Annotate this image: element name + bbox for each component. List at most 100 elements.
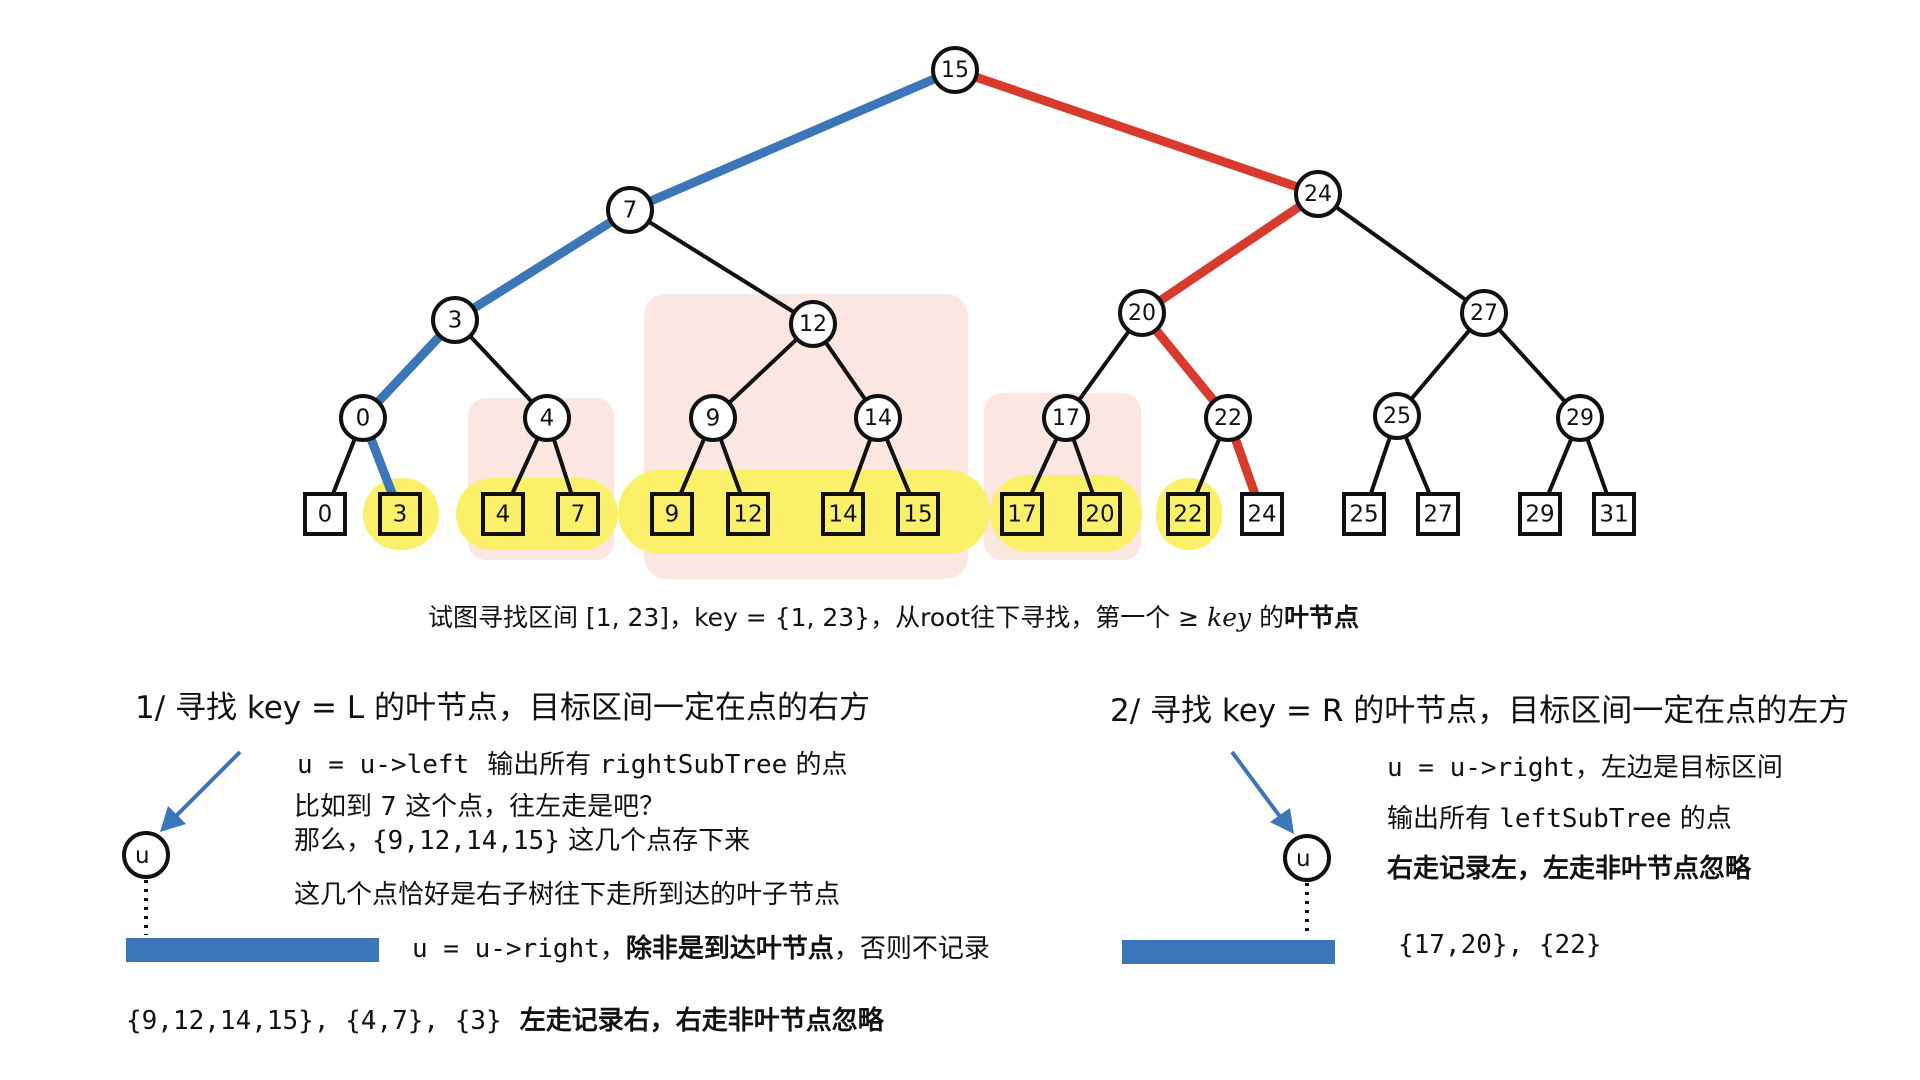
left-heading: 1/ 寻找 key = L 的叶节点，目标区间一定在点的右方 <box>135 690 870 726</box>
right-range-bar <box>1122 940 1335 964</box>
left-result: {9,12,14,15}, {4,7}, {3} 左走记录右，右走非叶节点忽略 <box>126 1006 884 1037</box>
tree-node-0 <box>339 394 387 442</box>
leaf-node-3 <box>378 492 422 536</box>
edge-24-27 <box>1334 205 1468 302</box>
right-line3: 右走记录左，左走非叶节点忽略 <box>1387 854 1752 884</box>
node-label-25: 25 <box>1383 404 1411 429</box>
edge-9-L9 <box>678 437 707 495</box>
edge-25-L27 <box>1403 435 1432 495</box>
left-line5: u = u->right，除非是到达叶节点，否则不记录 <box>412 934 990 965</box>
edge-0-L3 <box>366 436 397 496</box>
leaf-node-22 <box>1166 492 1210 536</box>
leaf-label-0: 0 <box>318 502 333 528</box>
edge-29-L29 <box>1546 437 1574 495</box>
leaf-label-9: 9 <box>665 502 680 528</box>
leaf-node-14 <box>821 492 865 536</box>
leaf-label-14: 14 <box>828 502 857 528</box>
right-u-node <box>1283 834 1331 882</box>
tree-node-9 <box>689 394 737 442</box>
tree-node-25 <box>1373 392 1421 440</box>
node-label-7: 7 <box>623 198 638 224</box>
edge-17-L20 <box>1071 438 1095 495</box>
edge-0-L0 <box>331 437 357 495</box>
node-label-0: 0 <box>356 406 371 432</box>
leaf-node-31 <box>1592 492 1636 536</box>
caption: 试图寻找区间 [1, 23]，key = {1, 23}，从root往下寻找，第… <box>428 603 1359 633</box>
node-label-24: 24 <box>1304 182 1332 207</box>
leaf-label-17: 17 <box>1007 502 1036 528</box>
leaf-node-24 <box>1240 492 1284 536</box>
leaf-label-12: 12 <box>733 502 762 528</box>
right-line2-code: leftSubTree <box>1499 804 1672 834</box>
node-label-27: 27 <box>1470 301 1498 326</box>
leaf-node-17 <box>1000 492 1044 536</box>
leaf-label-4: 4 <box>496 502 511 528</box>
edge-27-29 <box>1497 327 1567 404</box>
left-result-bold: 左走记录右，右走非叶节点忽略 <box>519 1006 884 1036</box>
tree-node-20 <box>1118 289 1166 337</box>
left-line3-code: {9,12,14,15} <box>372 826 560 856</box>
left-desc1-pre: 输出所有 <box>487 750 600 780</box>
left-line5-code: u = u->right， <box>412 934 626 964</box>
leaf-node-9 <box>650 492 694 536</box>
leaf-node-29 <box>1518 492 1562 536</box>
edge-14-L14 <box>848 437 873 495</box>
edge-7-3 <box>471 217 614 313</box>
left-result-code: {9,12,14,15}, {4,7}, {3} <box>126 1006 502 1036</box>
right-u-label: u <box>1296 846 1311 872</box>
right-illustration <box>1122 750 1335 964</box>
node-label-9: 9 <box>706 406 721 432</box>
edge-20-22 <box>1152 327 1218 404</box>
leaf-label-24: 24 <box>1247 502 1276 528</box>
leaf-label-3: 3 <box>393 502 408 528</box>
tree-node-22 <box>1204 394 1252 442</box>
leaf-node-4 <box>481 492 525 536</box>
left-line5-bold: 除非是到达叶节点 <box>625 934 834 964</box>
node-label-15: 15 <box>941 58 969 83</box>
tree-node-17 <box>1042 394 1090 442</box>
edge-22-L22 <box>1194 437 1222 495</box>
edge-3-0 <box>374 332 444 406</box>
leaf-label-25: 25 <box>1349 502 1378 528</box>
leaf-label-7: 7 <box>571 502 586 528</box>
edge-4-L7 <box>551 438 574 495</box>
right-code1-post: 左边是目标区间 <box>1600 753 1783 783</box>
node-label-29: 29 <box>1566 406 1594 431</box>
left-arrow-head <box>160 806 186 832</box>
tree-node-14 <box>854 394 902 442</box>
leaf-label-15: 15 <box>903 502 932 528</box>
left-u-node <box>122 831 170 879</box>
right-arrow-head <box>1270 808 1294 834</box>
edge-3-4 <box>468 334 534 404</box>
caption-bold: 叶节点 <box>1284 603 1360 632</box>
tree-node-15 <box>931 46 979 94</box>
left-desc1-post: 的点 <box>787 750 848 780</box>
tree-node-4 <box>523 394 571 442</box>
right-line2-post: 的点 <box>1671 804 1732 834</box>
left-range-bar <box>126 938 379 962</box>
left-line2: 比如到 7 这个点，往左走是吧？ <box>294 792 666 822</box>
tree-node-24 <box>1294 170 1342 218</box>
left-arrow-shaft <box>174 750 242 818</box>
tree-node-27 <box>1460 289 1508 337</box>
caption-mid: 的 <box>1251 603 1285 632</box>
right-line2-pre: 输出所有 <box>1387 804 1500 834</box>
right-line2: 输出所有 leftSubTree 的点 <box>1387 804 1732 835</box>
node-label-12: 12 <box>799 312 827 337</box>
right-heading: 2/ 寻找 key = R 的叶节点，目标区间一定在点的左方 <box>1110 693 1850 729</box>
leaf-node-25 <box>1342 492 1386 536</box>
left-desc1-code: rightSubTree <box>599 750 788 780</box>
leaf-label-27: 27 <box>1423 502 1452 528</box>
right-code1: u = u->right， <box>1387 753 1601 783</box>
tree-node-29 <box>1556 394 1604 442</box>
tree-node-12 <box>789 300 837 348</box>
node-label-17: 17 <box>1052 406 1080 431</box>
leaf-label-20: 20 <box>1085 502 1114 528</box>
leaf-node-12 <box>726 492 770 536</box>
edge-29-L31 <box>1585 438 1609 495</box>
edge-15-7 <box>648 74 937 206</box>
leaf-node-20 <box>1078 492 1122 536</box>
